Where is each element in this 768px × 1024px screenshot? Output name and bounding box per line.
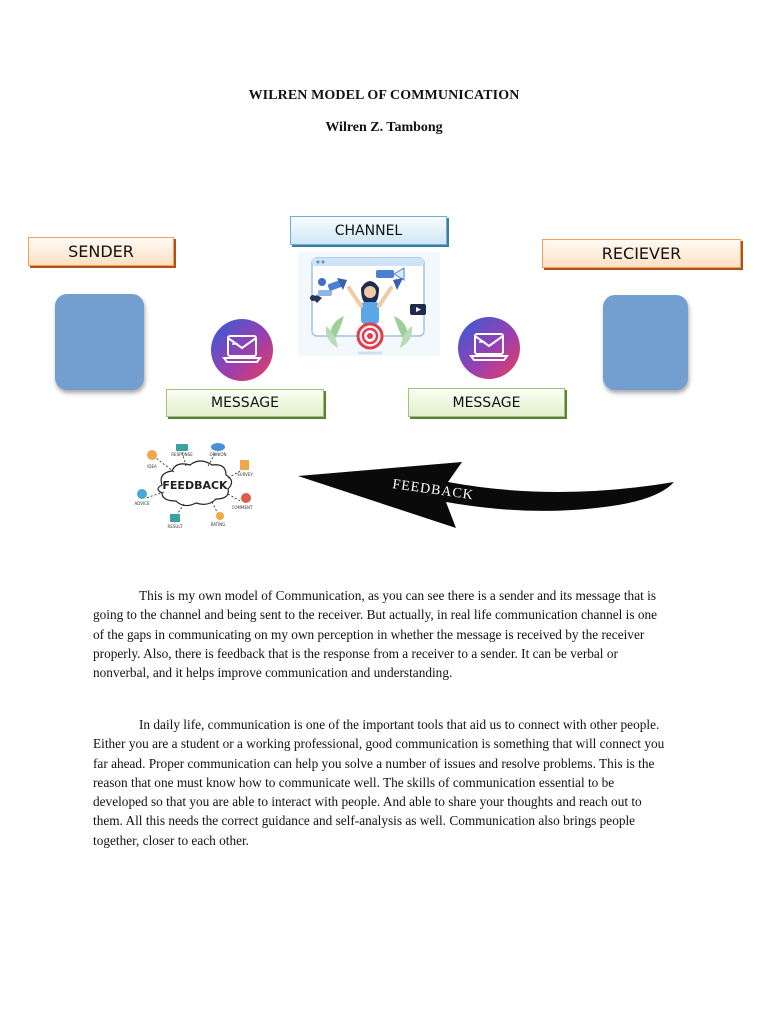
cloud-word: IDEA (147, 464, 157, 469)
cloud-word: OPINION (209, 452, 226, 457)
body-paragraph-1: This is my own model of Communication, a… (93, 588, 658, 681)
cloud-shape (157, 460, 233, 507)
message-right-label-text: MESSAGE (452, 394, 521, 411)
message-envelope-icon-right (458, 317, 520, 379)
receiver-label-text: RECIEVER (601, 244, 682, 263)
document-title: WILREN MODEL OF COMMUNICATION (248, 88, 520, 103)
cloud-word: RESULT (168, 524, 183, 529)
message-envelope-icon-left (211, 319, 273, 381)
cloud-center-word: FEEDBACK (162, 479, 228, 492)
cloud-word: SURVEY (237, 472, 253, 477)
cloud-word: ADVICE (135, 501, 150, 506)
cloud-word: COMMENT (232, 505, 253, 510)
channel-illustration (298, 252, 440, 356)
sender-box (55, 294, 144, 390)
message-left-label-text: MESSAGE (211, 395, 279, 411)
cloud-word: RATING (211, 522, 226, 527)
cloud-word: RESPONSE (171, 452, 193, 457)
body-paragraph-2: In daily life, communication is one of t… (93, 717, 665, 848)
receiver-box (603, 295, 688, 390)
feedback-cloud-illustration: FEEDBACK IDEA RESPONSE OPINION SURVEY CO… (135, 443, 253, 529)
feedback-arrow: FEEDBACK (298, 462, 674, 528)
document-author: Wilren Z. Tambong (325, 120, 443, 135)
message-right-label: MESSAGE (408, 388, 565, 417)
sender-label: SENDER (28, 237, 174, 266)
message-left-label: MESSAGE (166, 389, 324, 417)
sender-label-text: SENDER (68, 242, 134, 261)
channel-label: CHANNEL (290, 216, 447, 245)
channel-label-text: CHANNEL (334, 222, 403, 239)
receiver-label: RECIEVER (542, 239, 741, 268)
